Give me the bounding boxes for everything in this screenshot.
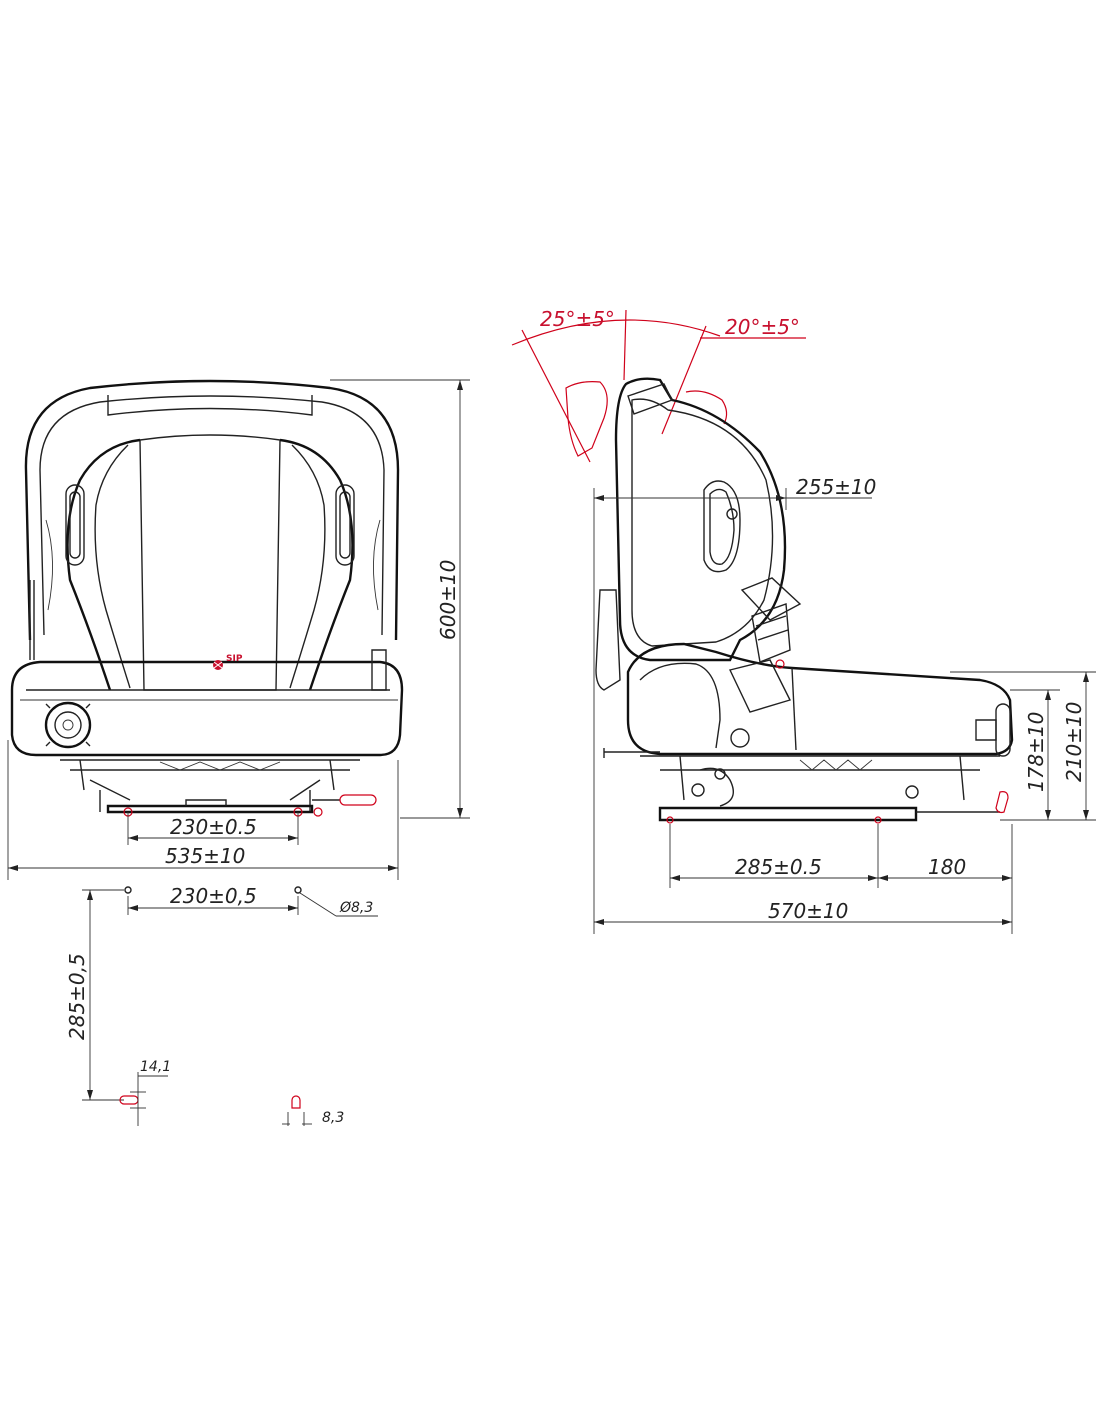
rail-extension-label: 180 [928,855,966,879]
slot-width-label: 8,3 [322,1110,344,1126]
sip-logo: SIP [213,654,243,670]
seat-cushion [10,660,404,757]
depth-spacing-label: 285±0,5 [65,953,89,1040]
hole-spacing-label: 230±0,5 [170,884,257,908]
base-height-label: 178±10 [1024,712,1048,792]
side-view: 25°±5° 20°±5° [511,307,1096,934]
slot-width-detail: 8,3 [282,1095,344,1126]
mount-hole [294,886,302,894]
side-suspension [640,755,1000,801]
overall-depth-dimension: 570±10 [593,590,1013,934]
overall-width-dimension: 535±10 [7,740,399,880]
rear-angle-label: 25°±5° [540,307,615,331]
overall-width-label: 535±10 [165,844,245,868]
side-handle [703,480,741,573]
mount-hole [124,886,132,894]
seat-belt [729,577,802,748]
base-height-dimension: 178±10 [1000,689,1060,821]
backrest-angle-indicators: 25°±5° 20°±5° [511,307,806,463]
height-dimension: 600±10 [330,379,470,819]
backrest-depth-label: 255±10 [796,475,876,499]
slot-length-label: 14,1 [140,1059,171,1075]
front-angle-label: 20°±5° [725,315,800,339]
front-view: SIP 600±10 230±0.5 535±10 [7,379,470,880]
suspension-mechanism [60,759,360,801]
slot-detail: 14,1 [119,1059,171,1126]
seat-cushion-side [626,642,1014,756]
right-bolster [279,438,354,691]
seat-height-dimension: 210±10 [950,671,1096,821]
height-label: 600±10 [436,560,460,640]
mount-spacing-dimension: 230±0.5 [127,812,299,845]
adjustment-knob [44,701,92,749]
mount-spacing-label: 230±0.5 [170,815,257,839]
backrest-side-profile [614,377,787,662]
rail-dimensions: 285±0.5 180 [669,824,1013,888]
front-base-rail [106,804,314,814]
left-bolster [66,438,141,691]
hole-diameter-label: Ø8,3 [339,900,373,916]
logo-text: SIP [226,654,243,664]
backrest-center-panel [139,434,281,691]
hole-pattern: 230±0,5 Ø8,3 285±0,5 14,1 8,3 [65,884,378,1126]
side-base-rail [658,806,918,822]
backrest-outline [24,379,400,641]
backrest-depth-dimension: 255±10 [593,475,876,590]
overall-depth-label: 570±10 [768,899,848,923]
rail-length-label: 285±0.5 [735,855,822,879]
seat-height-label: 210±10 [1062,702,1086,782]
